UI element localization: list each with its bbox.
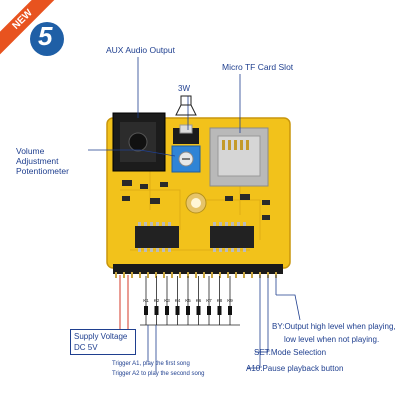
header-pin xyxy=(243,272,245,278)
pin-header xyxy=(113,264,283,274)
key-switch xyxy=(176,306,180,315)
header-pin xyxy=(147,272,149,278)
chip-right xyxy=(210,222,254,252)
header-pin xyxy=(123,272,125,278)
header-pin xyxy=(203,272,205,278)
key-switch xyxy=(197,306,201,315)
key-switches: K1 K2 K3 K4 K5 K6 K7 K8 K9 xyxy=(143,276,233,325)
key-label: K3 xyxy=(164,298,170,303)
key-label: K1 xyxy=(143,298,149,303)
chip-left xyxy=(135,222,179,252)
key-switch xyxy=(207,306,211,315)
header-pin xyxy=(251,272,253,278)
header-pin xyxy=(115,272,117,278)
speaker-icon xyxy=(176,96,196,115)
label-trigger-2: Trigger A2 to play the second song xyxy=(112,370,205,378)
key-switch xyxy=(144,306,148,315)
header-pin xyxy=(227,272,229,278)
key-label: K5 xyxy=(185,298,191,303)
header-pin xyxy=(195,272,197,278)
header-pin xyxy=(131,272,133,278)
label-a10-pause: A10:Pause playback button xyxy=(246,364,343,374)
label-by-line-2: low level when not playing. xyxy=(284,335,379,345)
label-set-mode: SET:Mode Selection xyxy=(254,348,326,358)
key-label: K2 xyxy=(154,298,160,303)
key-label: K4 xyxy=(175,298,181,303)
header-pin xyxy=(171,272,173,278)
key-label: K6 xyxy=(196,298,202,303)
key-switch xyxy=(186,306,190,315)
header-pin xyxy=(179,272,181,278)
supply-wires xyxy=(120,275,128,330)
label-tf-slot: Micro TF Card Slot xyxy=(222,62,293,72)
label-volume-pot: Volume Adjustment Potentiometer xyxy=(16,146,86,176)
label-trigger-1: Trigger A1, play the first song xyxy=(112,360,190,368)
key-switch xyxy=(165,306,169,315)
label-speaker-power: 3W xyxy=(178,84,190,94)
supply-line-2: DC 5V xyxy=(74,342,132,353)
key-label: K9 xyxy=(227,298,233,303)
supply-voltage-box: Supply Voltage DC 5V xyxy=(70,329,136,355)
label-aux-output: AUX Audio Output xyxy=(106,45,175,55)
key-switch xyxy=(155,306,159,315)
header-pin xyxy=(235,272,237,278)
header-pin xyxy=(139,272,141,278)
header-pin xyxy=(211,272,213,278)
key-label: K7 xyxy=(206,298,212,303)
header-pins xyxy=(115,272,277,278)
header-pin xyxy=(163,272,165,278)
key-label: K8 xyxy=(217,298,223,303)
supply-line-1: Supply Voltage xyxy=(74,331,132,342)
label-by-line-1: BY:Output high level when playing, xyxy=(272,322,396,332)
key-switch xyxy=(218,306,222,315)
key-switch xyxy=(228,306,232,315)
